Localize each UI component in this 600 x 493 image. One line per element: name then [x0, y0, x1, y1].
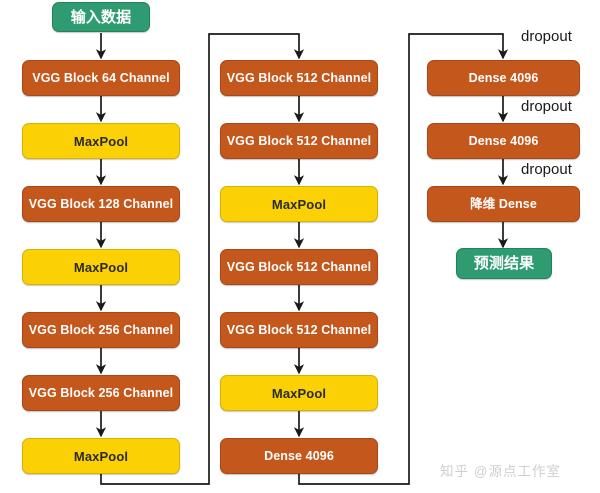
node-maxpool-3[interactable]: MaxPool: [22, 438, 180, 474]
node-maxpool-4-label: MaxPool: [271, 196, 327, 212]
watermark-text: 知乎 @源点工作室: [440, 464, 561, 479]
node-vgg-block-256-b[interactable]: VGG Block 256 Channel: [22, 375, 180, 411]
node-vgg-block-128[interactable]: VGG Block 128 Channel: [22, 186, 180, 222]
node-maxpool-5[interactable]: MaxPool: [220, 375, 378, 411]
node-vgg-block-256-a-label: VGG Block 256 Channel: [28, 322, 174, 337]
node-vgg-block-512-c[interactable]: VGG Block 512 Channel: [220, 249, 378, 285]
node-maxpool-5-label: MaxPool: [271, 385, 327, 401]
node-dense-4096-c-label: Dense 4096: [468, 133, 539, 148]
node-vgg-block-256-b-label: VGG Block 256 Channel: [28, 385, 174, 400]
node-vgg-block-512-b[interactable]: VGG Block 512 Channel: [220, 123, 378, 159]
node-vgg-block-64[interactable]: VGG Block 64 Channel: [22, 60, 180, 96]
edge-label-dropout-3: dropout: [521, 161, 572, 178]
edge-label-dropout-3-text: dropout: [521, 161, 572, 178]
node-dense-reduce[interactable]: 降维 Dense: [427, 186, 580, 222]
node-maxpool-4[interactable]: MaxPool: [220, 186, 378, 222]
node-input-label: 输入数据: [70, 8, 132, 26]
node-dense-4096-a-label: Dense 4096: [264, 448, 334, 463]
node-vgg-block-128-label: VGG Block 128 Channel: [28, 196, 174, 211]
node-vgg-block-64-label: VGG Block 64 Channel: [32, 70, 170, 85]
edge-label-dropout-2: dropout: [521, 98, 572, 115]
node-vgg-block-512-a-label: VGG Block 512 Channel: [226, 70, 372, 85]
node-maxpool-3-label: MaxPool: [73, 448, 129, 464]
node-vgg-block-512-d-label: VGG Block 512 Channel: [226, 322, 372, 337]
edge-label-dropout-1-text: dropout: [521, 28, 572, 45]
node-dense-4096-a[interactable]: Dense 4096: [220, 438, 378, 474]
node-dense-4096-c[interactable]: Dense 4096: [427, 123, 580, 159]
node-maxpool-2-label: MaxPool: [73, 259, 129, 275]
node-output[interactable]: 预测结果: [456, 248, 552, 279]
node-maxpool-1-label: MaxPool: [73, 133, 129, 149]
node-vgg-block-256-a[interactable]: VGG Block 256 Channel: [22, 312, 180, 348]
node-dense-4096-b[interactable]: Dense 4096: [427, 60, 580, 96]
node-vgg-block-512-b-label: VGG Block 512 Channel: [226, 133, 372, 148]
node-vgg-block-512-a[interactable]: VGG Block 512 Channel: [220, 60, 378, 96]
node-dense-reduce-label: 降维 Dense: [470, 196, 537, 211]
node-maxpool-1[interactable]: MaxPool: [22, 123, 180, 159]
watermark: 知乎 @源点工作室: [440, 460, 561, 480]
node-input[interactable]: 输入数据: [52, 2, 150, 32]
node-dense-4096-b-label: Dense 4096: [468, 70, 539, 85]
node-maxpool-2[interactable]: MaxPool: [22, 249, 180, 285]
node-vgg-block-512-c-label: VGG Block 512 Channel: [226, 259, 372, 274]
node-output-label: 预测结果: [473, 255, 535, 272]
edge-label-dropout-2-text: dropout: [521, 98, 572, 115]
node-vgg-block-512-d[interactable]: VGG Block 512 Channel: [220, 312, 378, 348]
edge-label-dropout-1: dropout: [521, 28, 572, 45]
